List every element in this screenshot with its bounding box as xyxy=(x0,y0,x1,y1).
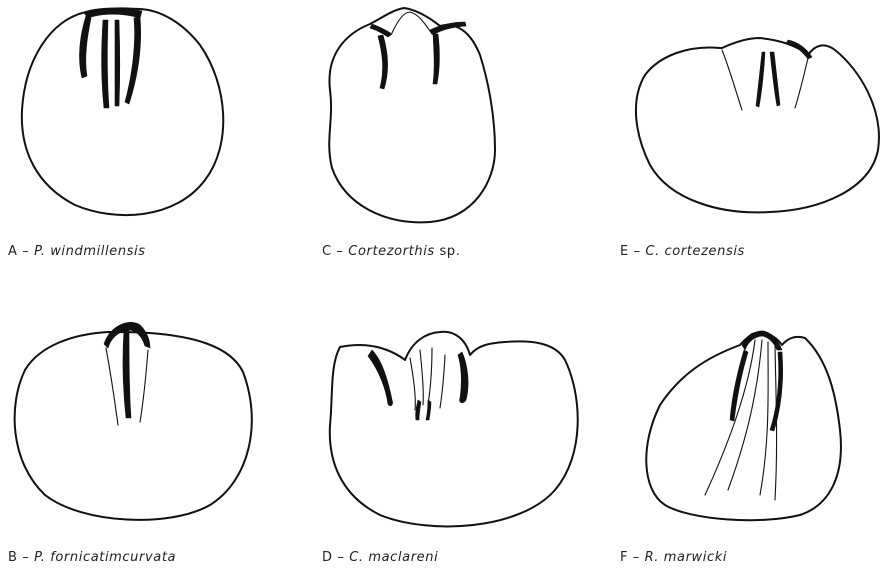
specimen-c-outline xyxy=(329,8,495,222)
specimen-e-hinge-right xyxy=(786,40,812,59)
specimen-c-tooth-left xyxy=(370,24,392,37)
specimen-c-plate-left xyxy=(378,35,388,89)
specimen-b-line-left xyxy=(106,348,118,425)
specimen-a-septum-left xyxy=(102,20,109,108)
specimen-d-plate-right xyxy=(458,352,468,403)
specimen-f-line-3 xyxy=(760,342,768,495)
specimen-d-line-4 xyxy=(440,355,445,408)
caption-b: B – P. fornicatimcurvata xyxy=(8,550,176,565)
caption-c-name: Cortezorthis xyxy=(348,244,435,259)
specimen-d-plate-left xyxy=(368,350,393,406)
specimen-a-drawing xyxy=(22,8,223,215)
caption-c-separator: – xyxy=(332,244,349,259)
specimen-d-line-1 xyxy=(410,358,415,410)
caption-e-name: C. cortezensis xyxy=(645,244,745,259)
specimen-b-drawing xyxy=(15,322,252,520)
specimen-b-septum xyxy=(123,330,131,418)
caption-e-separator: – xyxy=(629,244,646,259)
specimen-a-dental-plate-left xyxy=(79,16,91,78)
specimen-c-plate-right xyxy=(433,34,439,84)
caption-b-name: P. fornicatimcurvata xyxy=(34,550,176,565)
caption-a-separator: – xyxy=(18,244,35,259)
specimen-e-plate-right xyxy=(795,58,808,108)
specimen-b-outline xyxy=(15,332,252,520)
caption-e-letter: E xyxy=(620,244,629,259)
caption-a: A – P. windmillensis xyxy=(8,244,146,259)
specimen-d-outline xyxy=(330,332,578,527)
specimen-e-drawing xyxy=(636,38,879,212)
specimen-d-drawing xyxy=(330,332,578,527)
specimen-a-septum-right xyxy=(115,20,120,106)
caption-b-letter: B xyxy=(8,550,18,565)
specimen-e-outline xyxy=(636,38,879,212)
caption-c-tail: sp. xyxy=(435,244,461,259)
specimen-a-outline xyxy=(22,8,223,215)
caption-a-letter: A xyxy=(8,244,18,259)
specimen-e-plate-left xyxy=(722,50,742,110)
caption-a-name: P. windmillensis xyxy=(34,244,146,259)
caption-f-separator: – xyxy=(628,550,645,565)
caption-f-letter: F xyxy=(620,550,628,565)
specimen-c-drawing xyxy=(329,8,495,222)
specimen-d-line-2 xyxy=(420,350,423,405)
caption-f-name: R. marwicki xyxy=(645,550,727,565)
specimen-b-line-right xyxy=(140,350,148,422)
caption-c-letter: C xyxy=(322,244,332,259)
caption-b-separator: – xyxy=(18,550,35,565)
specimen-f-drawing xyxy=(646,331,841,520)
specimen-d-line-3 xyxy=(428,348,432,405)
specimen-e-septum-right xyxy=(770,52,780,106)
caption-d-letter: D xyxy=(322,550,333,565)
caption-c: C – Cortezorthis sp. xyxy=(322,244,460,259)
specimen-a-dental-plate-right xyxy=(125,16,141,104)
caption-e: E – C. cortezensis xyxy=(620,244,745,259)
caption-d: D – C. maclareni xyxy=(322,550,438,565)
caption-d-name: C. maclareni xyxy=(349,550,438,565)
caption-f: F – R. marwicki xyxy=(620,550,727,565)
specimen-e-septum-left xyxy=(756,52,765,107)
caption-d-separator: – xyxy=(333,550,350,565)
